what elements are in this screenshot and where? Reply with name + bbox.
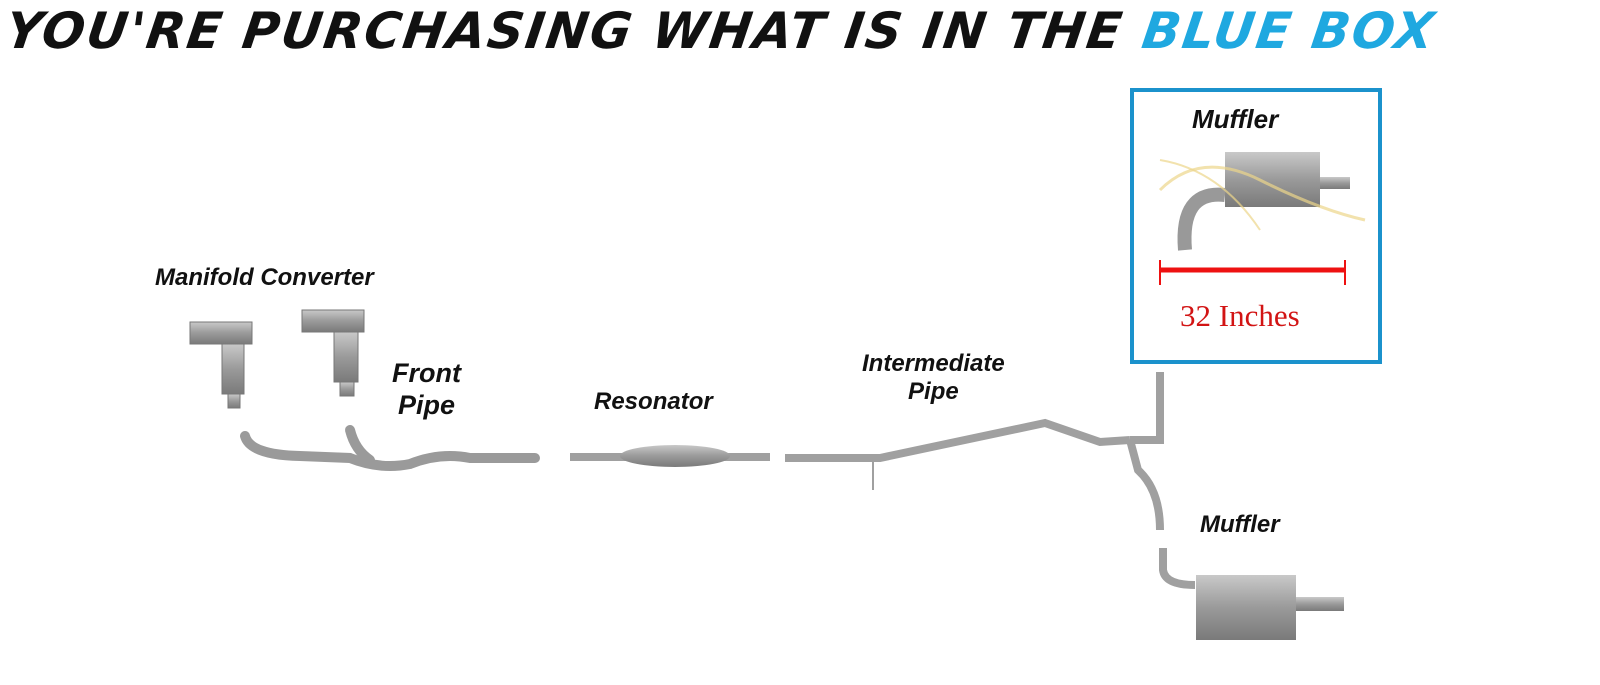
manifold-converter-left [189,321,253,409]
manifold-converter-right [301,309,365,397]
label-front-pipe-line2: Pipe [397,390,455,420]
blue-box [1130,88,1382,364]
label-intermediate-line1: Intermediate [862,350,1005,377]
resonator [570,445,770,467]
front-pipe [240,425,540,471]
muffler-boxed-image [1158,152,1366,285]
label-front-pipe: Front Pipe [392,357,461,421]
intermediate-pipe [785,372,1196,589]
label-intermediate-line2: Pipe [908,378,959,405]
measurement-label: 32 Inches [1180,298,1300,333]
label-intermediate-pipe: Intermediate Pipe [862,350,1005,406]
blue-box-title: Muffler [1192,104,1279,134]
label-resonator: Resonator [594,388,713,415]
muffler-bottom [1196,575,1344,640]
label-muffler-bottom: Muffler [1200,511,1280,538]
label-front-pipe-line1: Front [392,358,461,388]
label-manifold-converter: Manifold Converter [155,264,374,291]
